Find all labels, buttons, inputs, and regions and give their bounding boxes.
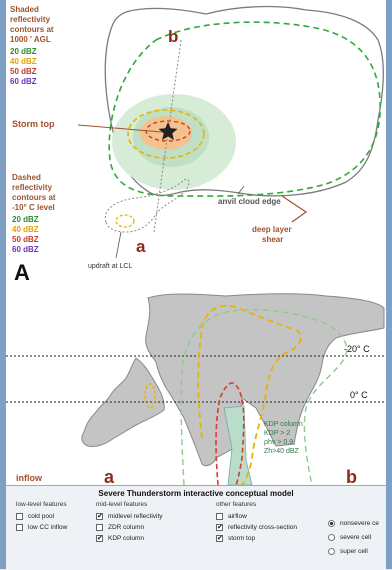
low-level-features-group: low-level features cold pool low CC infl… xyxy=(16,501,67,533)
storm-top-star xyxy=(158,122,178,140)
shear-label-line-2: shear xyxy=(262,235,283,244)
option-low-cc-inflow[interactable]: low CC inflow xyxy=(16,522,67,533)
cross-section-point-a: a xyxy=(104,467,115,485)
severe-cell-radio[interactable] xyxy=(328,533,335,541)
dashed-60dbz-label: 60 dBZ xyxy=(12,245,39,254)
mid-level-features-group: mid-level features ✔ midlevel reflectivi… xyxy=(96,501,163,544)
dashed-20dbz-contour xyxy=(108,21,381,197)
point-a-label: a xyxy=(136,237,146,256)
zdr-column-label: ZDR column xyxy=(108,524,145,531)
shaded-60dbz-label: 60 dBZ xyxy=(10,77,37,86)
shear-label-line-1: deep layer xyxy=(252,225,292,234)
shaded-label-line-1: Shaded xyxy=(10,5,39,14)
panel-letter-a: A xyxy=(14,260,30,285)
option-airflow[interactable]: airflow xyxy=(216,511,297,522)
shear-arrow xyxy=(281,195,308,223)
reflectivity-cross-section-checkbox[interactable]: ✔ xyxy=(216,524,223,531)
point-b-label: b xyxy=(168,27,178,46)
storm-top-option-label: storm top xyxy=(228,535,256,542)
nonsevere-cell-radio[interactable] xyxy=(328,519,335,527)
cold-pool-label: cold pool xyxy=(28,513,55,520)
updraft-label: updraft at LCL xyxy=(88,263,132,270)
option-midlevel-reflectivity[interactable]: ✔ midlevel reflectivity xyxy=(96,511,163,522)
cross-section-point-b: b xyxy=(346,467,357,485)
anvil-pointer xyxy=(237,185,245,195)
airflow-checkbox[interactable] xyxy=(216,513,223,520)
kdp-column-shading xyxy=(223,405,253,485)
midlevel-40dbz-contour xyxy=(197,304,302,485)
anvil-edge-label: anvil cloud edge xyxy=(218,197,281,206)
option-super-cell[interactable]: super cell xyxy=(328,544,379,558)
midlevel-50dbz-contour xyxy=(215,382,245,485)
left-40dbz-contour xyxy=(144,383,156,409)
kdp-line-3: ρhv > 0.9, xyxy=(264,439,295,446)
dashed-label-line-2: reflectivity xyxy=(12,183,53,192)
storm-top-label: Storm top xyxy=(12,119,55,129)
zdr-column-checkbox[interactable] xyxy=(96,524,103,531)
kdp-line-1: KDP column xyxy=(264,421,303,428)
option-nonsevere-cell[interactable]: nonsevere ce xyxy=(328,516,379,530)
low-level-header: low-level features xyxy=(16,501,67,508)
midlevel-reflectivity-label: midlevel reflectivity xyxy=(108,513,163,520)
updraft-40dbz-contour xyxy=(115,214,135,228)
nonsevere-cell-label: nonsevere ce xyxy=(340,519,380,527)
kdp-column-checkbox[interactable]: ✔ xyxy=(96,535,103,542)
shaded-20dbz-label: 20 dBZ xyxy=(10,47,37,56)
right-frame-border xyxy=(386,0,392,569)
kdp-line-2: KDP > 2 xyxy=(264,430,290,437)
updraft-pointer xyxy=(115,231,122,259)
dashed-20dbz-label: 20 dBZ xyxy=(12,215,39,224)
plan-view-panel: Shaded reflectivity contours at 1000 ' A… xyxy=(6,0,386,288)
dashed-40dbz-contour xyxy=(127,109,205,159)
zero-c-level-label: 0° C xyxy=(350,390,368,400)
shaded-label-line-4: 1000 ' AGL xyxy=(10,35,51,44)
midlevel-20dbz-contour xyxy=(180,308,348,485)
inflow-label: inflow xyxy=(16,473,43,483)
dashed-label-line-3: contours at xyxy=(12,193,56,202)
shaded-label-line-2: reflectivity xyxy=(10,15,51,24)
low-cc-inflow-label: low CC inflow xyxy=(28,524,68,531)
reflectivity-cross-section-label: reflectivity cross-section xyxy=(228,524,297,531)
airflow-label: airflow xyxy=(228,513,247,520)
option-cold-pool[interactable]: cold pool xyxy=(16,511,67,522)
other-features-group: other features airflow ✔ reflectivity cr… xyxy=(216,501,297,544)
low-cc-inflow-checkbox[interactable] xyxy=(16,524,23,531)
dashed-50dbz-label: 50 dBZ xyxy=(12,235,39,244)
option-storm-top[interactable]: ✔ storm top xyxy=(216,533,297,544)
shaded-40dbz-label: 40 dBZ xyxy=(10,57,37,66)
kdp-column-label: KDP column xyxy=(108,535,145,542)
cross-section-panel: -20° C 0° C KDP column KDP > 2 ρhv > 0.9… xyxy=(6,288,386,485)
storm-top-checkbox[interactable]: ✔ xyxy=(216,535,223,542)
updraft-outline xyxy=(104,178,190,233)
dashed-label-line-4: -10° C level xyxy=(12,203,55,212)
midlevel-reflectivity-checkbox[interactable]: ✔ xyxy=(96,513,103,520)
mid-level-header: mid-level features xyxy=(96,501,148,508)
plan-view-diagram: Shaded reflectivity contours at 1000 ' A… xyxy=(10,5,384,285)
other-features-header: other features xyxy=(216,501,257,508)
minus20c-level-label: -20° C xyxy=(344,344,370,354)
control-panel-title: Severe Thunderstorm interactive conceptu… xyxy=(98,489,294,498)
control-panel: Severe Thunderstorm interactive conceptu… xyxy=(6,485,386,570)
super-cell-radio[interactable] xyxy=(328,547,335,555)
shaded-label-line-3: contours at xyxy=(10,25,54,34)
dashed-40dbz-label: 40 dBZ xyxy=(12,225,39,234)
option-reflectivity-cross-section[interactable]: ✔ reflectivity cross-section xyxy=(216,522,297,533)
cold-pool-checkbox[interactable] xyxy=(16,513,23,520)
storm-top-pointer xyxy=(77,124,163,133)
shaded-50dbz-label: 50 dBZ xyxy=(10,67,37,76)
option-kdp-column[interactable]: ✔ KDP column xyxy=(96,533,163,544)
option-severe-cell[interactable]: severe cell xyxy=(328,530,379,544)
severe-cell-label: severe cell xyxy=(340,533,372,541)
kdp-line-4: Zh>40 dBZ xyxy=(264,448,300,455)
cell-type-group: nonsevere ce severe cell super cell xyxy=(328,516,379,558)
dashed-label-line-1: Dashed xyxy=(12,173,41,182)
super-cell-label: super cell xyxy=(340,547,368,555)
cross-section-diagram: -20° C 0° C KDP column KDP > 2 ρhv > 0.9… xyxy=(6,293,386,485)
option-zdr-column[interactable]: ZDR column xyxy=(96,522,163,533)
left-frame-border xyxy=(0,0,6,569)
storm-cloud-silhouette xyxy=(145,293,385,467)
